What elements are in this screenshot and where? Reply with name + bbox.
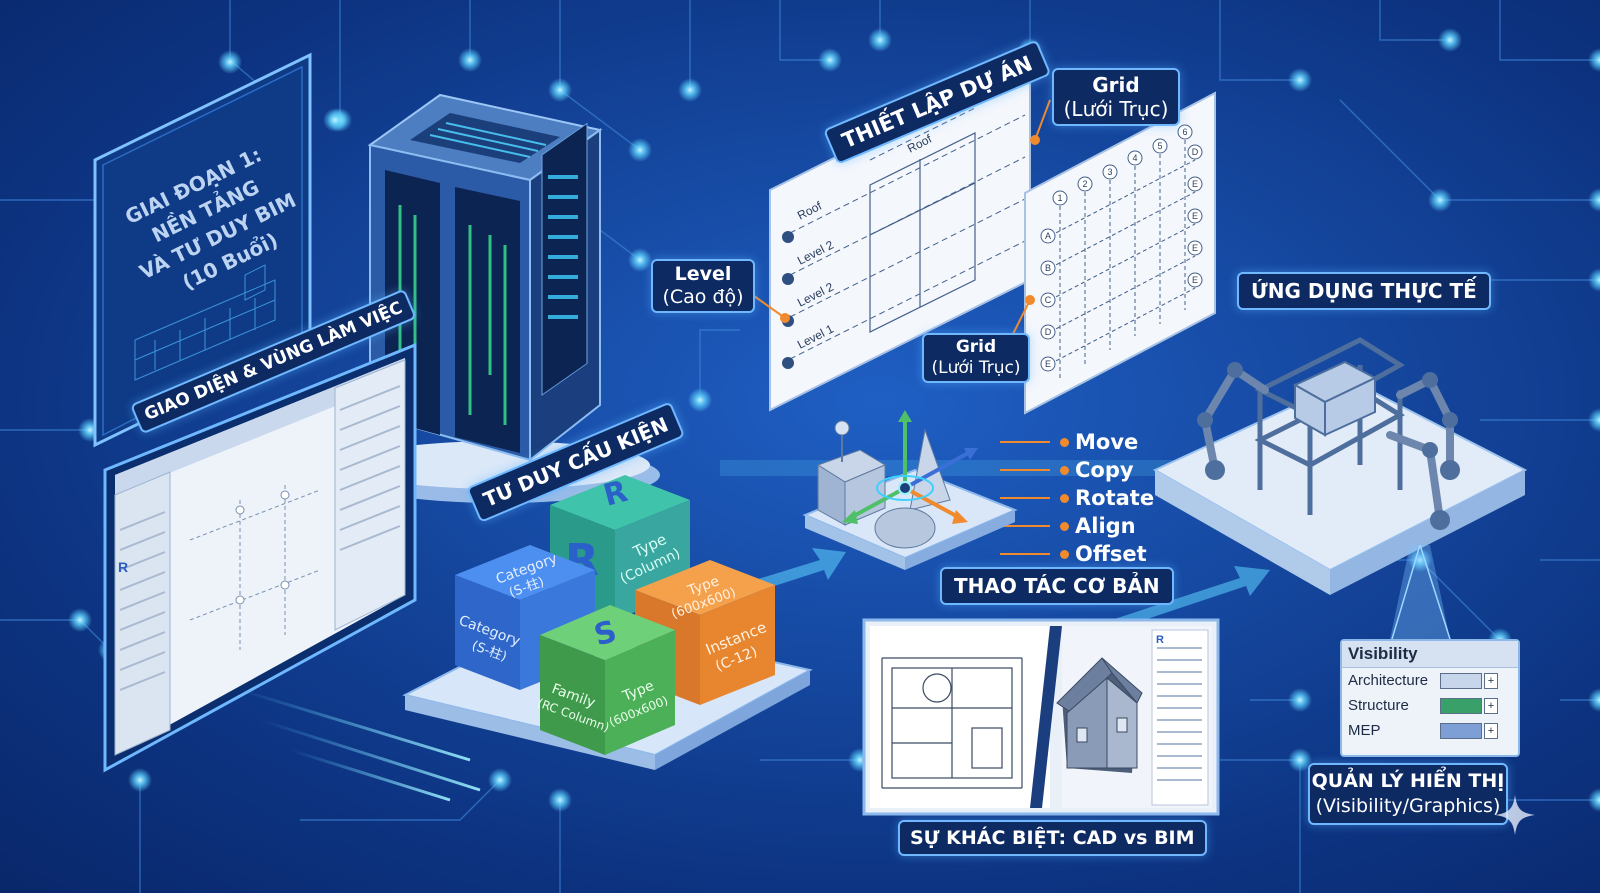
network-node: [678, 78, 702, 102]
network-node: [218, 50, 242, 74]
network-node: [1588, 268, 1600, 292]
grid-right-letter-2: E: [1192, 179, 1198, 189]
architecture-color-swatch[interactable]: [1440, 672, 1482, 689]
network-node: [1588, 188, 1600, 212]
visibility-panel: Visibility Architecture + Structure + ME…: [1340, 639, 1520, 757]
op-move-label: Move: [1075, 430, 1139, 454]
grid-callout-bottom: Grid (Lưới Trục): [922, 333, 1030, 383]
network-node: [458, 48, 482, 72]
display-management-label: QUẢN LÝ HIỂN THỊ (Visibility/Graphics): [1308, 763, 1508, 825]
cad-vs-bim-panel: R: [862, 618, 1220, 816]
network-node: [1588, 408, 1600, 432]
bullet-icon: [1060, 437, 1069, 447]
grid-callout-top: Grid (Lưới Trục): [1052, 68, 1180, 126]
mep-color-swatch[interactable]: [1440, 722, 1482, 739]
network-node: [323, 108, 347, 132]
network-node: [818, 48, 842, 72]
network-node: [488, 768, 512, 792]
expand-icon[interactable]: +: [1484, 672, 1498, 689]
grid-right-letter-3: E: [1192, 211, 1198, 221]
network-node: [1588, 688, 1600, 712]
transform-gizmo: [802, 410, 1018, 570]
grid-number-2: 2: [1082, 179, 1087, 189]
grid-letter-b: B: [1045, 263, 1051, 273]
network-node: [548, 78, 572, 102]
bullet-icon: [1060, 465, 1069, 475]
grid-number-6: 6: [1182, 127, 1187, 137]
op-copy-label: Copy: [1075, 458, 1134, 482]
visibility-row-name: Structure: [1348, 697, 1409, 714]
grid-callout-top-title: Grid: [1092, 73, 1140, 97]
visibility-row-mep[interactable]: MEP +: [1342, 718, 1518, 743]
network-node: [1428, 188, 1452, 212]
visibility-title: Visibility: [1342, 641, 1518, 668]
cad-vs-bim-label: SỰ KHÁC BIỆT: CAD vs BIM: [898, 820, 1207, 856]
revit-logo-cad-bim: R: [1156, 634, 1164, 646]
revit-logo-small: R: [118, 559, 128, 575]
op-align: Align: [1060, 512, 1154, 540]
structure-color-swatch[interactable]: [1440, 697, 1482, 714]
network-node: [1288, 688, 1312, 712]
grid-right-letter-5: E: [1192, 275, 1198, 285]
grid-number-1: 1: [1057, 193, 1062, 203]
workspace-screen: R: [103, 342, 417, 773]
network-node: [868, 28, 892, 52]
cube-family: S Family (RC Column) Type (600x600): [536, 605, 675, 755]
network-node: [628, 248, 652, 272]
network-node: [548, 788, 572, 812]
op-move: Move: [1060, 428, 1154, 456]
display-management-title: QUẢN LÝ HIỂN THỊ: [1311, 770, 1505, 792]
expand-icon[interactable]: +: [1484, 722, 1498, 739]
network-node: [1588, 788, 1600, 812]
grid-letter-d: D: [1045, 327, 1052, 337]
op-align-label: Align: [1075, 514, 1136, 538]
op-rotate-label: Rotate: [1075, 486, 1155, 510]
visibility-row-architecture[interactable]: Architecture +: [1342, 668, 1518, 693]
visibility-row-name: Architecture: [1348, 672, 1429, 689]
sparkle-icon: [1495, 795, 1535, 835]
family-cubes: R R Type (Column) Category (S-柱) Categor…: [402, 474, 813, 770]
grid-number-3: 3: [1107, 167, 1112, 177]
op-offset-label: Offset: [1075, 542, 1147, 566]
network-node: [1288, 748, 1312, 772]
level-callout: Level (Cao độ): [651, 259, 755, 313]
visibility-row-structure[interactable]: Structure +: [1342, 693, 1518, 718]
grid-letter-a: A: [1045, 231, 1051, 241]
grid-callout-bottom-title: Grid: [955, 337, 997, 357]
robotic-construction: [1152, 337, 1528, 595]
grid-letter-e: E: [1045, 359, 1051, 369]
op-rotate: Rotate: [1060, 484, 1154, 512]
network-node: [1588, 48, 1600, 72]
level-callout-sub: (Cao độ): [662, 286, 744, 308]
grid-number-5: 5: [1157, 141, 1162, 151]
grid-right-letter-1: D: [1192, 147, 1199, 157]
bullet-icon: [1060, 493, 1069, 503]
network-node: [128, 768, 152, 792]
network-node: [1288, 68, 1312, 92]
display-management-sub: (Visibility/Graphics): [1315, 795, 1501, 817]
network-node: [688, 388, 712, 412]
grid-sheet: 1 2 3 4 5 6 A B C D E D E E E E: [1024, 91, 1216, 415]
visibility-row-name: MEP: [1348, 722, 1381, 739]
grid-right-letter-4: E: [1192, 243, 1198, 253]
grid-callout-bottom-sub: (Lưới Trục): [931, 358, 1021, 378]
basic-operations-label: THAO TÁC CƠ BẢN: [940, 567, 1174, 605]
grid-callout-top-sub: (Lưới Trục): [1063, 97, 1169, 121]
grid-letter-c: C: [1045, 295, 1052, 305]
op-offset: Offset: [1060, 540, 1154, 568]
level-callout-title: Level: [674, 263, 732, 285]
network-node: [68, 608, 92, 632]
network-node: [1438, 28, 1462, 52]
network-node: [628, 138, 652, 162]
bullet-icon: [1060, 549, 1069, 559]
practical-application-label: ỨNG DỤNG THỰC TẾ: [1237, 272, 1491, 310]
operations-list: Move Copy Rotate Align Offset: [1060, 428, 1154, 568]
bullet-icon: [1060, 521, 1069, 531]
visibility-pointer: [1390, 545, 1451, 640]
op-copy: Copy: [1060, 456, 1154, 484]
expand-icon[interactable]: +: [1484, 697, 1498, 714]
grid-number-4: 4: [1132, 153, 1137, 163]
